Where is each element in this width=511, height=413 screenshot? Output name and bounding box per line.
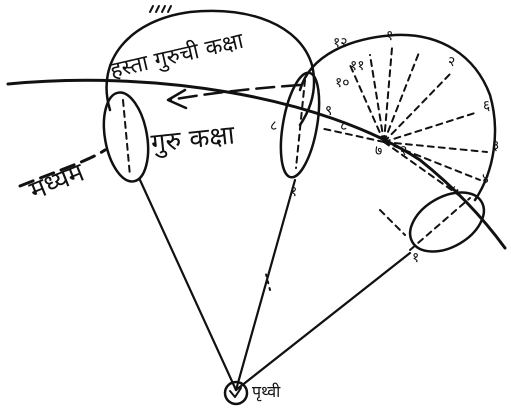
lower-ellipse-dash-2	[379, 209, 406, 236]
top-marks	[149, 5, 172, 13]
wheel-spokes	[319, 47, 488, 197]
num-2-top: २	[448, 54, 455, 70]
sight-line-middle	[234, 178, 297, 392]
label-hasta-guru-kaksha: हस्ता गुरुची कक्षा	[108, 28, 247, 84]
degree-wheel	[298, 33, 497, 202]
num-8: ८	[340, 118, 347, 134]
label-guru-kaksha: गुरु कक्षा	[150, 120, 238, 159]
num-5: ५	[452, 183, 459, 199]
earth-circle	[223, 380, 249, 406]
epicycle-circle	[105, 9, 316, 127]
arrowhead	[166, 88, 188, 110]
orbit-dash-left	[18, 148, 107, 188]
label-madhyam: मध्यम	[25, 158, 89, 207]
num-7: ७	[375, 143, 382, 159]
sight-line-left	[138, 178, 238, 392]
num-1-right: १	[412, 250, 419, 266]
lower-ellipse-dash	[409, 197, 471, 251]
num-1-left: १	[290, 184, 297, 200]
label-prithvi: पृथ्वी	[252, 382, 281, 402]
num-9: ९	[325, 103, 332, 119]
num-4: ४	[482, 171, 489, 187]
num-10: १०	[335, 75, 350, 91]
num-11: ११	[350, 58, 365, 74]
num-2-center: २	[400, 143, 407, 159]
num-12-top: १२	[333, 35, 348, 51]
sight-line-right	[234, 251, 412, 392]
left-ellipse	[102, 91, 150, 183]
mean-orbit-arc	[6, 78, 507, 250]
direction-arrow	[168, 83, 302, 102]
num-8b: ८	[270, 118, 277, 134]
num-3: ३	[492, 138, 499, 154]
left-ellipse-dashed-axis	[122, 99, 131, 177]
lower-right-ellipse	[408, 191, 486, 253]
middle-ellipse-dashed-axis	[295, 79, 306, 169]
num-1-top: १	[386, 28, 393, 44]
num-6: ६	[483, 98, 490, 114]
earth-mark	[229, 387, 242, 398]
